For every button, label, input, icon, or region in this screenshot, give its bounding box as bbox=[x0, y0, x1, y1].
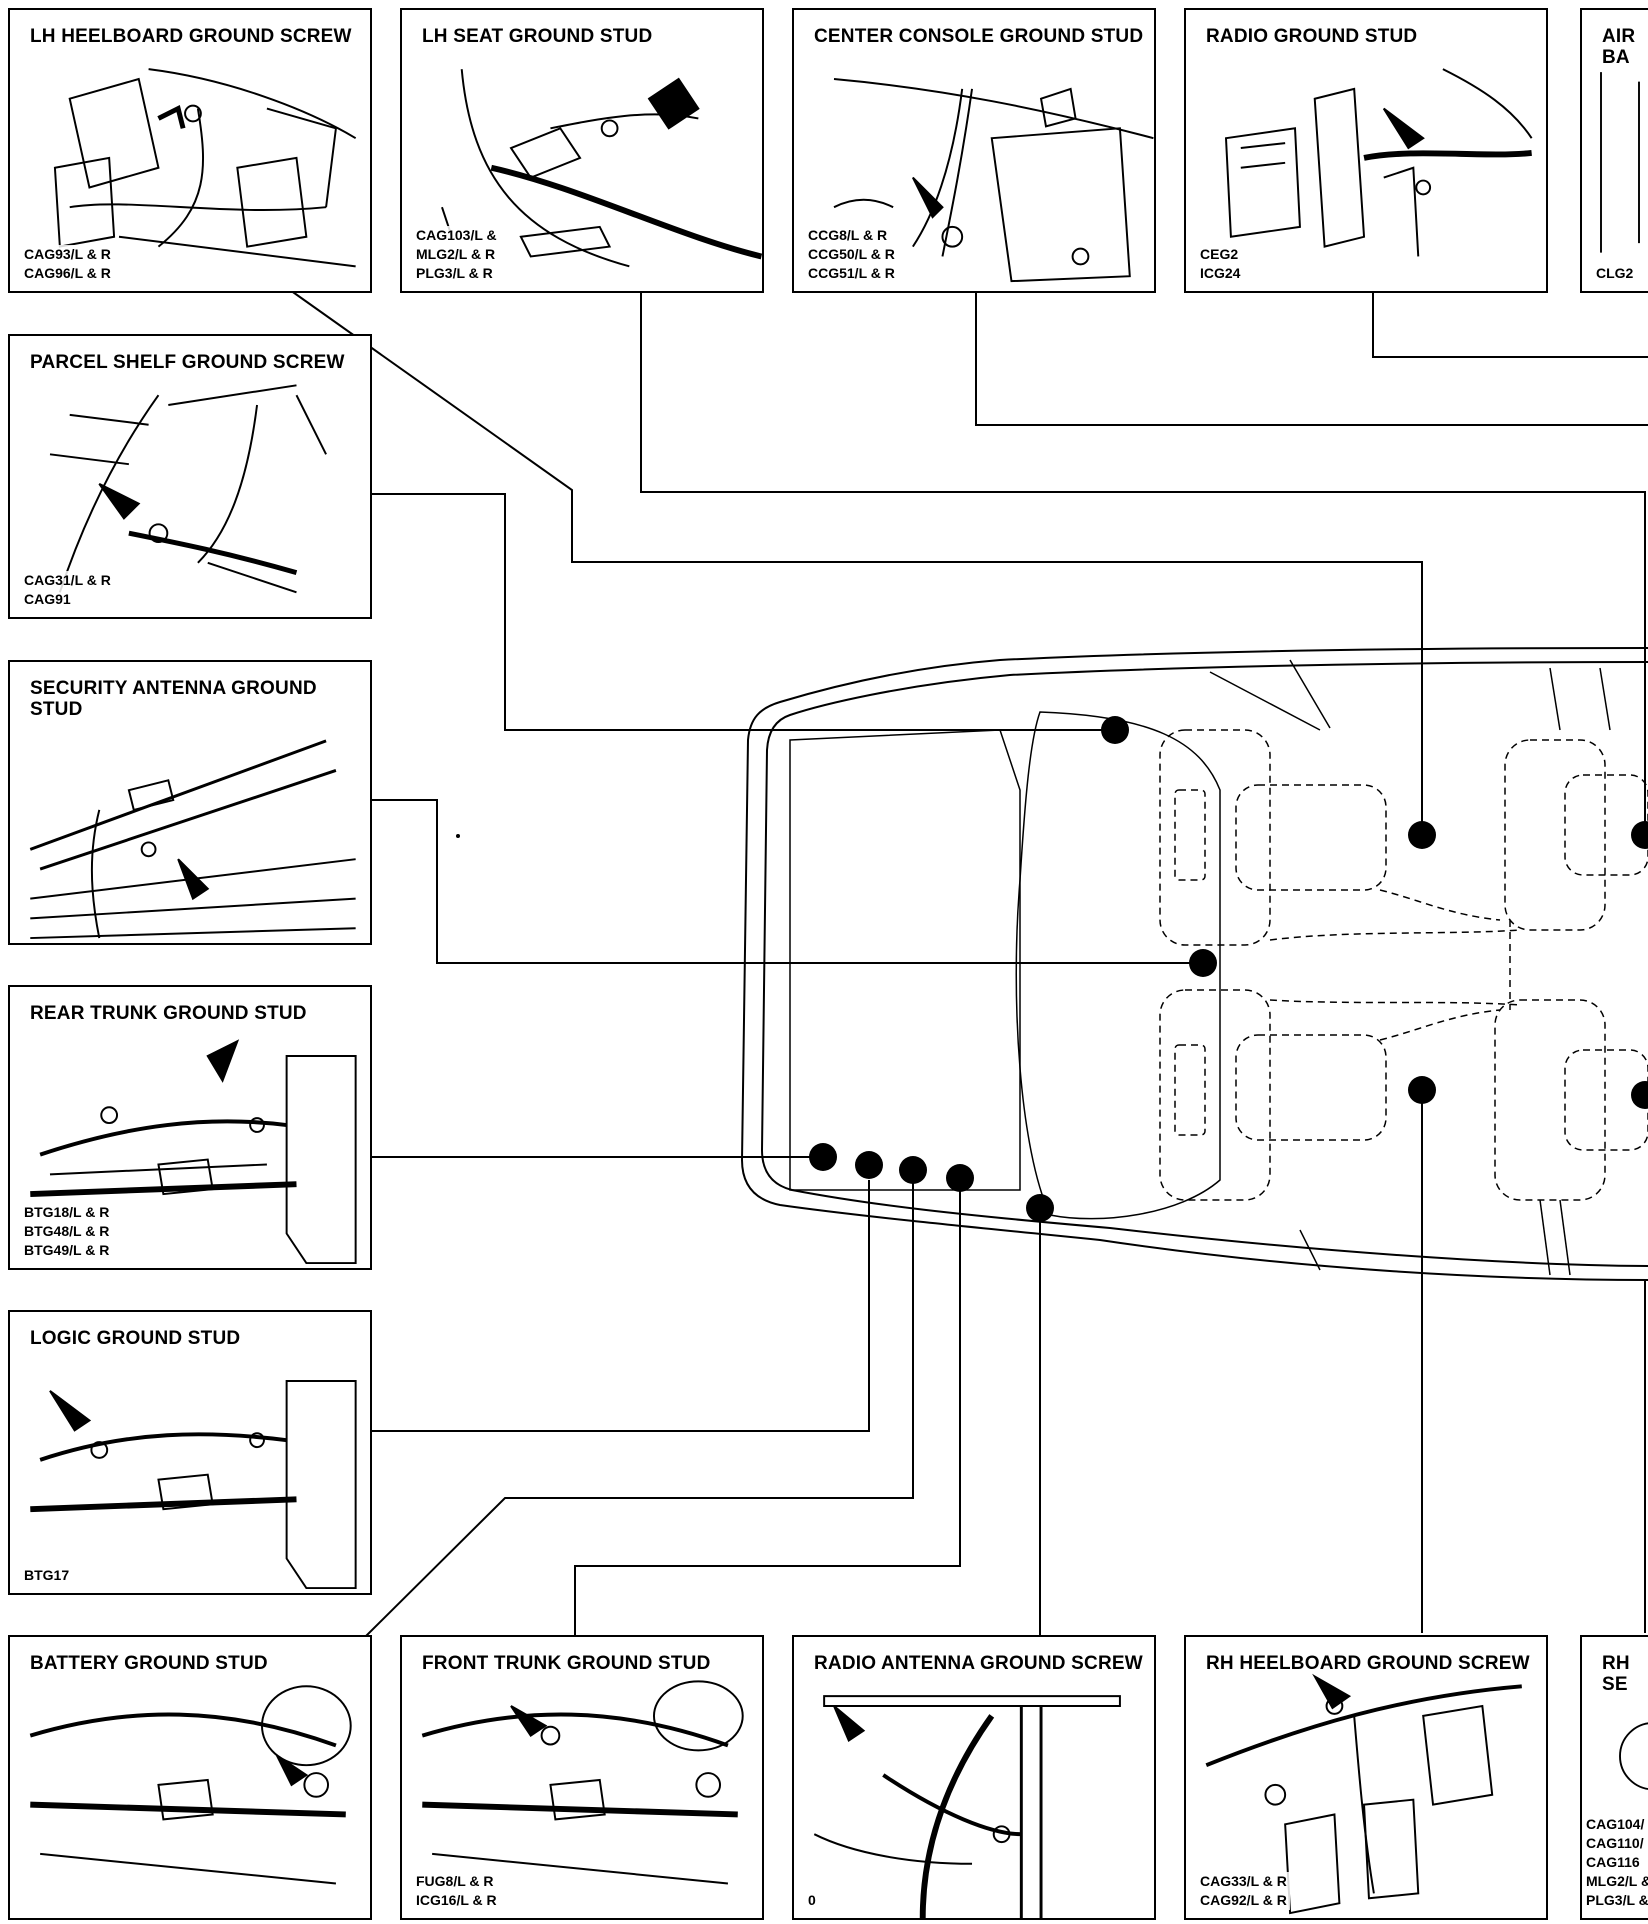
ground-dot-rh-seat bbox=[1631, 1081, 1648, 1109]
ground-dot-lh-seat bbox=[1631, 821, 1648, 849]
logic-illustration bbox=[30, 1380, 357, 1590]
code-list: 0 bbox=[808, 1891, 819, 1910]
code-list: CAG103/L & MLG2/L & R PLG3/L & R bbox=[416, 226, 500, 283]
ground-dot-lh-heelboard bbox=[1408, 821, 1436, 849]
panel-title: REAR TRUNK GROUND STUD bbox=[30, 1003, 307, 1024]
panel-title: CENTER CONSOLE GROUND STUD bbox=[814, 26, 1144, 47]
panel-security-antenna: SECURITY ANTENNA GROUND STUD bbox=[8, 660, 372, 945]
code-label: CAG31/L & R bbox=[24, 572, 111, 588]
panel-rh-heelboard: RH HEELBOARD GROUND SCREW CAG33/L & R CA… bbox=[1184, 1635, 1548, 1920]
code-label: CCG51/L & R bbox=[808, 265, 895, 281]
code-label: ICG24 bbox=[1200, 265, 1241, 281]
code-label: CAG33/L & R bbox=[1200, 1873, 1287, 1889]
code-label: CAG103/L & bbox=[416, 227, 497, 243]
code-label: CAG104/ bbox=[1586, 1816, 1645, 1832]
code-label: PLG3/L & bbox=[1586, 1892, 1648, 1908]
code-label: CAG93/L & R bbox=[24, 246, 111, 262]
lh-heelboard-illustration bbox=[53, 68, 357, 268]
code-label: CCG8/L & R bbox=[808, 227, 888, 243]
panel-title: LH HEELBOARD GROUND SCREW bbox=[30, 26, 352, 47]
ground-dot-battery bbox=[899, 1156, 927, 1184]
ground-dot-rear-trunk bbox=[809, 1143, 837, 1171]
panel-title: RH SE bbox=[1602, 1653, 1630, 1695]
panel-parcel-shelf: PARCEL SHELF GROUND SCREW CAG31/L & R CA… bbox=[8, 334, 372, 619]
code-list: CEG2 ICG24 bbox=[1200, 245, 1244, 283]
panel-air-bag: AIR BA CLG2 bbox=[1580, 8, 1648, 293]
leader-lines bbox=[289, 289, 1648, 1637]
code-label: CAG91 bbox=[24, 591, 71, 607]
code-list: CLG2 bbox=[1596, 264, 1637, 283]
code-label: CAG96/L & R bbox=[24, 265, 111, 281]
ground-dot-rh-heelboard bbox=[1408, 1076, 1436, 1104]
panel-logic: LOGIC GROUND STUD BTG17 bbox=[8, 1310, 372, 1595]
vehicle-body-outline bbox=[740, 647, 1648, 1281]
code-list: FUG8/L & R ICG16/L & R bbox=[416, 1872, 500, 1910]
seat-outlines bbox=[1159, 729, 1648, 1201]
radio-illustration bbox=[1224, 68, 1533, 257]
panel-lh-seat: LH SEAT GROUND STUD CAG103/L & MLG2/L & … bbox=[400, 8, 764, 293]
code-label: PLG3/L & R bbox=[416, 265, 493, 281]
code-label: BTG18/L & R bbox=[24, 1204, 110, 1220]
code-label: CCG50/L & R bbox=[808, 246, 895, 262]
code-label: MLG2/L & bbox=[1586, 1873, 1648, 1889]
panel-lh-heelboard: LH HEELBOARD GROUND SCREW CAG93/L & R CA… bbox=[8, 8, 372, 293]
front-trunk-illustration bbox=[421, 1680, 744, 1885]
code-label: CAG110/ bbox=[1586, 1835, 1644, 1851]
panel-title: LH SEAT GROUND STUD bbox=[422, 26, 653, 47]
radio-antenna-illustration bbox=[813, 1695, 1121, 1918]
air-bag-illustration bbox=[1600, 72, 1640, 253]
ground-dot-parcel-shelf bbox=[1101, 716, 1129, 744]
panel-title: RH HEELBOARD GROUND SCREW bbox=[1206, 1653, 1530, 1674]
code-label: BTG49/L & R bbox=[24, 1242, 110, 1258]
rear-trunk-illustration bbox=[30, 1039, 357, 1265]
code-label: MLG2/L & R bbox=[416, 246, 496, 262]
code-label: CAG116 bbox=[1586, 1854, 1640, 1870]
security-antenna-illustration bbox=[29, 739, 356, 940]
code-list: CCG8/L & R CCG50/L & R CCG51/L & R bbox=[808, 226, 898, 283]
panel-title: RADIO GROUND STUD bbox=[1206, 26, 1418, 47]
panel-rear-trunk: REAR TRUNK GROUND STUD BTG18/L & R BTG48… bbox=[8, 985, 372, 1270]
code-label: BTG17 bbox=[24, 1567, 70, 1583]
ground-dot-radio-antenna bbox=[1026, 1194, 1054, 1222]
code-list: CAG31/L & R CAG91 bbox=[24, 571, 114, 609]
code-label: FUG8/L & R bbox=[416, 1873, 494, 1889]
ground-location-dots bbox=[809, 716, 1648, 1222]
code-label: BTG48/L & R bbox=[24, 1223, 110, 1239]
panel-front-trunk: FRONT TRUNK GROUND STUD FUG8/L & R ICG16… bbox=[400, 1635, 764, 1920]
panel-rh-seat: RH SE CAG104/ CAG110/ CAG116 MLG2/L & PL… bbox=[1580, 1635, 1648, 1920]
code-list: BTG17 bbox=[24, 1566, 73, 1585]
code-label: CEG2 bbox=[1200, 246, 1239, 262]
lh-seat-illustration bbox=[441, 69, 762, 268]
center-console-illustration bbox=[833, 78, 1154, 283]
panel-title: FRONT TRUNK GROUND STUD bbox=[422, 1653, 711, 1674]
panel-title: RADIO ANTENNA GROUND SCREW bbox=[814, 1653, 1143, 1674]
rh-seat-illustration bbox=[1619, 1722, 1648, 1790]
battery-illustration bbox=[29, 1685, 352, 1885]
code-list: CAG33/L & R CAG92/L & R bbox=[1200, 1872, 1290, 1910]
panel-radio: RADIO GROUND STUD CEG2 ICG24 bbox=[1184, 8, 1548, 293]
code-label: ICG16/L & R bbox=[416, 1892, 497, 1908]
panel-title: SECURITY ANTENNA GROUND STUD bbox=[30, 678, 317, 720]
code-list: CAG104/ CAG110/ CAG116 MLG2/L & PLG3/L & bbox=[1586, 1815, 1648, 1910]
panel-title: AIR BA bbox=[1602, 26, 1636, 68]
panel-radio-antenna: RADIO ANTENNA GROUND SCREW 0 bbox=[792, 1635, 1156, 1920]
ground-dot-security-antenna bbox=[1189, 949, 1217, 977]
parcel-shelf-illustration bbox=[49, 384, 327, 594]
code-label: CAG92/L & R bbox=[1200, 1892, 1287, 1908]
code-label: 0 bbox=[808, 1892, 816, 1908]
panel-title: LOGIC GROUND STUD bbox=[30, 1328, 241, 1349]
ground-dot-logic bbox=[855, 1151, 883, 1179]
stray-mark bbox=[456, 834, 460, 838]
panel-center-console: CENTER CONSOLE GROUND STUD CCG8/L & R CC… bbox=[792, 8, 1156, 293]
panel-battery: BATTERY GROUND STUD bbox=[8, 1635, 372, 1920]
code-label: CLG2 bbox=[1596, 265, 1634, 281]
code-list: BTG18/L & R BTG48/L & R BTG49/L & R bbox=[24, 1203, 113, 1260]
ground-dot-front-trunk bbox=[946, 1164, 974, 1192]
panel-title: BATTERY GROUND STUD bbox=[30, 1653, 268, 1674]
code-list: CAG93/L & R CAG96/L & R bbox=[24, 245, 114, 283]
panel-title: PARCEL SHELF GROUND SCREW bbox=[30, 352, 345, 373]
